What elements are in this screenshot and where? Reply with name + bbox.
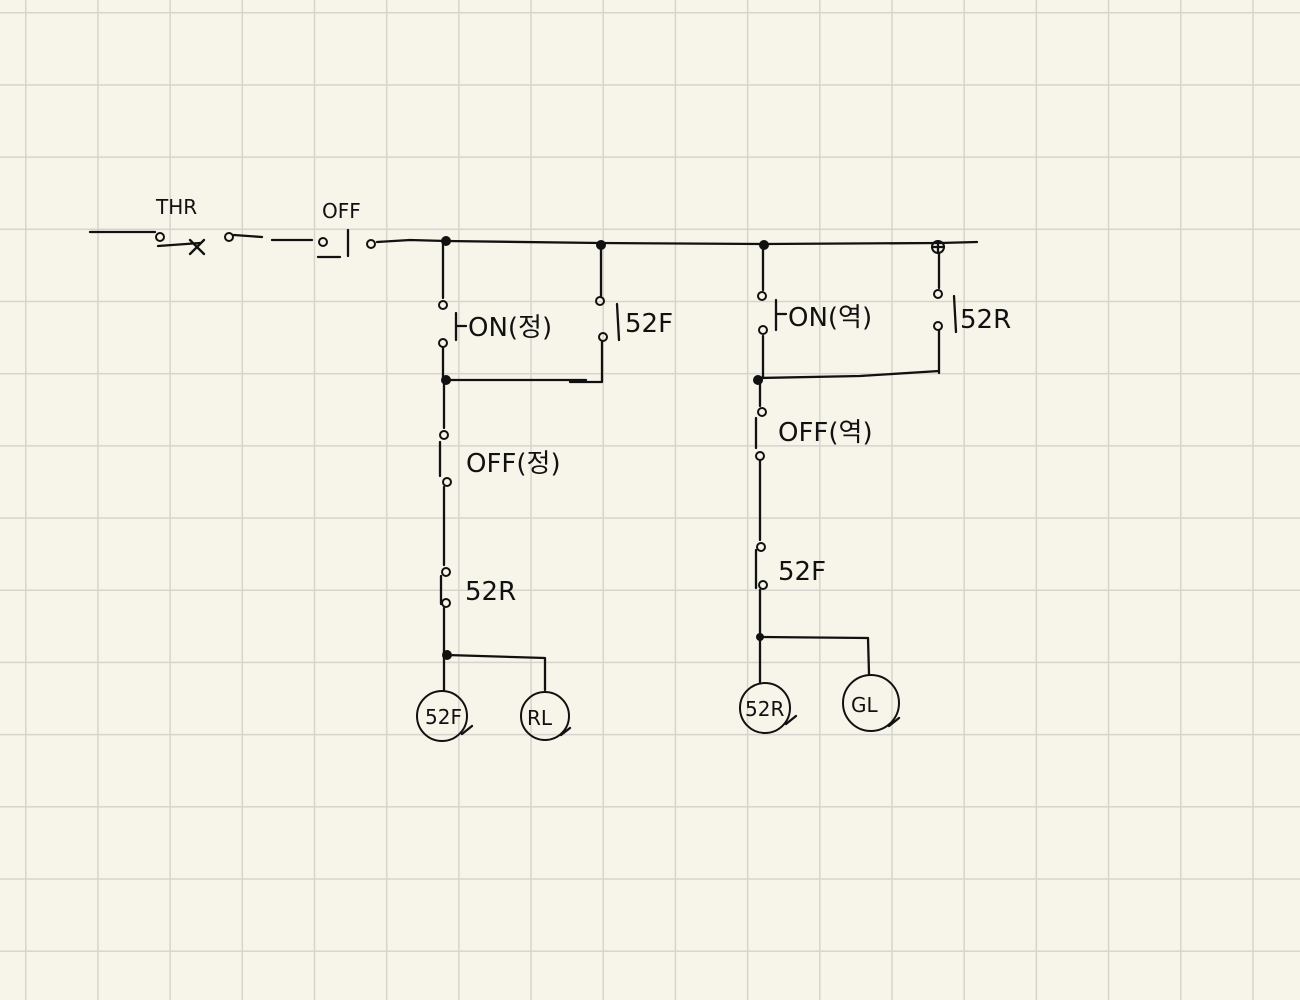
aux-52r-contact: [933, 289, 958, 334]
junction: [930, 239, 946, 255]
on-fwd-label: ON(정): [468, 313, 552, 343]
lamp-gl-label: GL: [851, 693, 878, 717]
coil-52r: 52R: [739, 682, 798, 734]
off-rev-label: OFF(역): [778, 418, 873, 448]
aux-52f-contact: [595, 296, 621, 342]
off-rev-contact: [754, 407, 767, 461]
interlock-52r-contact: [439, 567, 451, 608]
lamp-gl: GL: [842, 674, 901, 732]
on-rev-contact: [757, 291, 788, 335]
junction: [753, 375, 763, 385]
on-rev-label: ON(역): [788, 303, 872, 333]
thr-label: THR: [155, 195, 197, 219]
off-main-label: OFF: [322, 199, 361, 223]
wire-rev-parallel: [756, 369, 941, 380]
aux-52f-label: 52F: [625, 309, 673, 339]
lamp-rl: RL: [520, 691, 572, 741]
coil-52f: 52F: [416, 690, 474, 742]
interlock-52f-contact: [754, 542, 768, 590]
wire-aux52f-2: [568, 340, 604, 384]
on-fwd-contact: [438, 300, 468, 348]
junction: [441, 375, 451, 385]
off-fwd-contact: [438, 430, 452, 487]
interlock-52f-label: 52F: [778, 557, 826, 587]
coil-52r-label: 52R: [745, 697, 784, 721]
aux-52r-label: 52R: [960, 305, 1011, 335]
wire-rev-lamp: [758, 635, 871, 676]
lamp-rl-label: RL: [527, 706, 553, 730]
coil-52f-label: 52F: [425, 705, 462, 729]
off-main-contact: [316, 228, 376, 259]
wire-fwd-lamp: [445, 653, 547, 692]
interlock-52r-label: 52R: [465, 577, 516, 607]
thr-contact: [88, 230, 264, 256]
top-bus: [375, 238, 979, 246]
off-fwd-label: OFF(정): [466, 449, 561, 479]
junction: [759, 240, 769, 250]
